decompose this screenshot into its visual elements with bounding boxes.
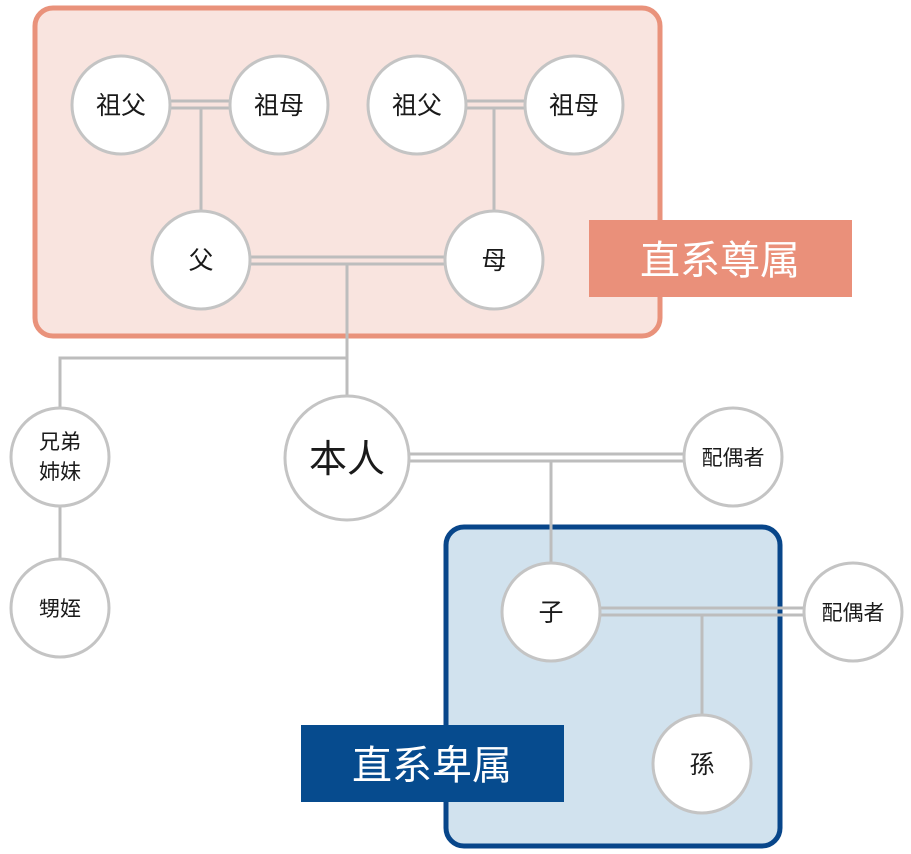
node-self: 本人 xyxy=(283,394,411,522)
node-label: 母 xyxy=(481,246,506,275)
connection-lines xyxy=(58,99,806,718)
direct-descendants-label: 直系卑属 xyxy=(301,725,564,802)
node-label: 祖母 xyxy=(254,91,304,120)
node-label: 兄弟 xyxy=(39,430,81,454)
node-mother: 母 xyxy=(443,209,545,311)
node-label: 父 xyxy=(188,246,213,275)
node-label: 姉妹 xyxy=(39,460,81,484)
node-label: 配偶者 xyxy=(702,446,765,470)
node-paternal-grandfather: 祖父 xyxy=(70,54,172,156)
direct-ascendants-label: 直系尊属 xyxy=(589,220,852,297)
node-label: 孫 xyxy=(689,750,714,779)
person-nodes: 祖父 祖母 祖父 祖母 父 母 本人 兄弟 姉妹 xyxy=(9,54,904,815)
node-spouse: 配偶者 xyxy=(682,406,784,508)
node-father: 父 xyxy=(150,209,252,311)
node-label: 本人 xyxy=(309,437,385,481)
node-maternal-grandmother: 祖母 xyxy=(523,54,625,156)
node-label: 祖父 xyxy=(392,91,442,120)
node-child-spouse: 配偶者 xyxy=(802,561,904,663)
direct-descendants-label-text: 直系卑属 xyxy=(352,743,512,789)
node-label: 祖父 xyxy=(96,91,146,120)
node-grandchild: 孫 xyxy=(651,713,753,815)
node-child: 子 xyxy=(500,561,602,663)
node-maternal-grandfather: 祖父 xyxy=(366,54,468,156)
node-nephews-nieces: 甥姪 xyxy=(9,557,111,659)
direct-ascendants-label-text: 直系尊属 xyxy=(640,238,800,284)
node-paternal-grandmother: 祖母 xyxy=(228,54,330,156)
descent-line-to-siblings xyxy=(58,356,347,410)
node-label: 子 xyxy=(538,598,563,627)
node-label: 配偶者 xyxy=(822,601,885,625)
node-siblings: 兄弟 姉妹 xyxy=(9,406,111,508)
node-label: 甥姪 xyxy=(39,597,81,621)
node-label: 祖母 xyxy=(549,91,599,120)
